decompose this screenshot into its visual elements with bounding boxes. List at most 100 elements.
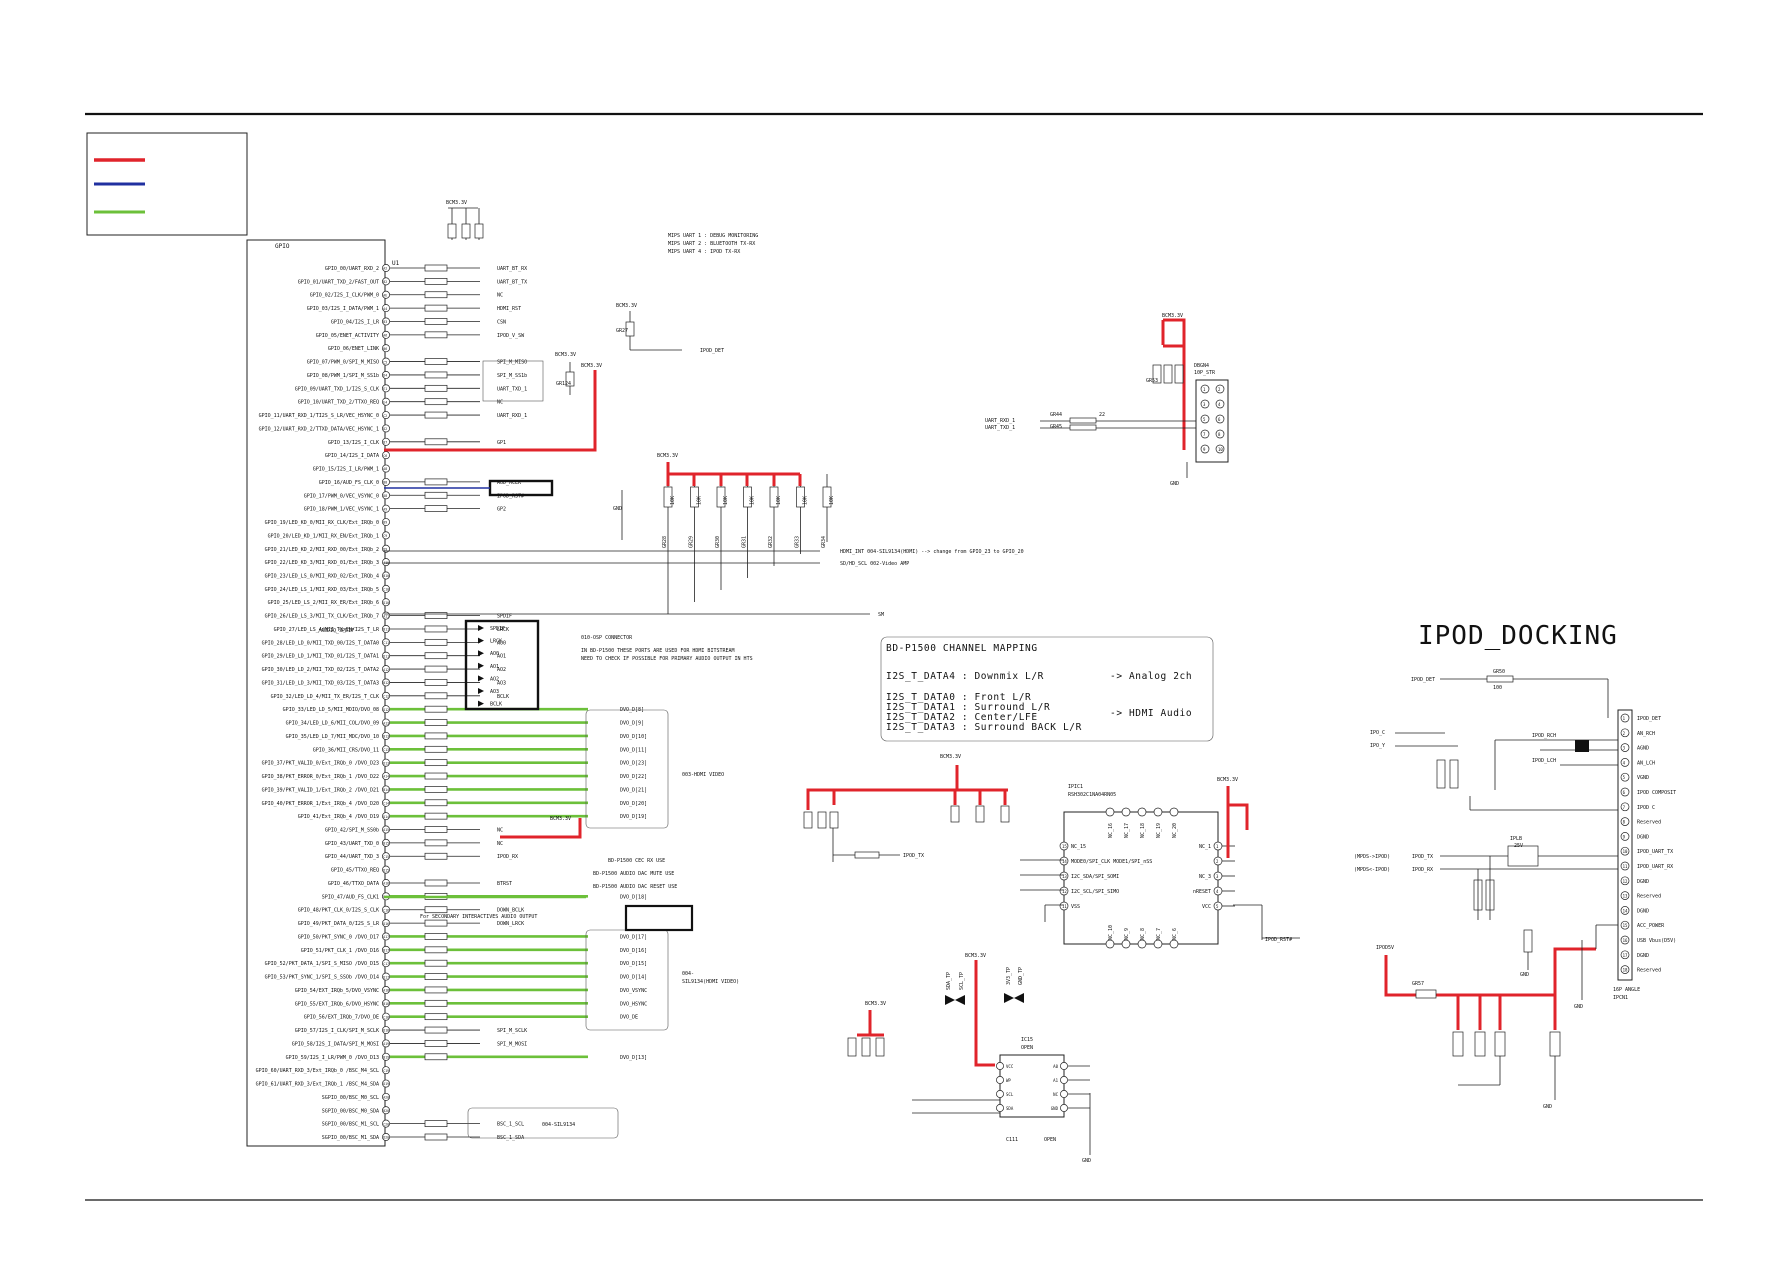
- ipod-pin-label: DGND: [1637, 908, 1649, 914]
- u1-pin-marker: [382, 411, 390, 420]
- pullup-value: 10K: [750, 496, 756, 505]
- ipod-pin-number: 17: [1623, 953, 1628, 958]
- mapping-title: BD-P1500 CHANNEL MAPPING: [886, 643, 1038, 654]
- bcm-supply-gr124: BCM3.3V BCM3.3V GR124: [555, 352, 602, 395]
- u1-pin-row: GPIO_60/UART_RXD_3/Ext_IRQb_0 /BSC_M4_SC…: [256, 1066, 390, 1074]
- ipic1-pin: [1059, 856, 1069, 866]
- u1-pin-label: SGPIO_00/BSC_M1_SCL: [322, 1122, 379, 1128]
- supply-label: BCM3.3V: [1162, 313, 1183, 319]
- series-resistor: [424, 705, 448, 713]
- ipod-pin-number: 8: [1623, 820, 1626, 825]
- u1-pin-net: CSN: [497, 319, 506, 325]
- series-resistor: [424, 384, 448, 392]
- ipic1-pin-number: 12: [1062, 889, 1067, 894]
- u1-pin-marker: [382, 1106, 390, 1115]
- uart-txd-label: UART_TXD_1: [985, 425, 1015, 431]
- u1-pin-number: A16: [383, 882, 389, 886]
- u1-pin-label: GPIO_28/LED_LD_0/MII_TXD_00/I2S_T_DATA0: [262, 640, 379, 646]
- ipod-pin-label: DGND: [1637, 879, 1649, 885]
- ic15-ref: IC15: [1021, 1037, 1033, 1043]
- u1-pin-number: B18: [383, 1002, 389, 1006]
- u1-pin-label: GPIO_20/LED_KD_1/MII_RX_EN/Ext_IRQb_1: [268, 533, 379, 539]
- mapping-row: I2S_T_DATA4 : Downmix L/R: [886, 671, 1044, 682]
- ipod-pin-number: 6: [1623, 790, 1626, 795]
- ipod-pin-number: 15: [1623, 923, 1628, 928]
- ipod-pin-label: DGND: [1637, 953, 1649, 959]
- ipic1-pin-label: NC_19: [1156, 823, 1162, 838]
- u1-pin-marker: [382, 371, 390, 379]
- u1-pin-marker: [382, 705, 390, 714]
- ipic1-pin-label: I2C_SCL/SPI_SIMO: [1071, 889, 1119, 895]
- u1-pin-net: DVO_D[16]: [620, 948, 647, 954]
- u1-pin-marker: [382, 758, 390, 767]
- u1-pin-number: B3: [383, 320, 387, 324]
- ipod-pin-label: Reserved: [1637, 968, 1661, 974]
- supply-label: BCM3.3V: [657, 453, 678, 459]
- u1-pin-label: GPIO_46/TTXO_DATA: [328, 881, 379, 887]
- u1-pin-net: DVO_D[20]: [620, 801, 647, 807]
- pullup-ref: GR33: [795, 536, 801, 548]
- u1-pin-marker: [382, 1012, 390, 1021]
- u1-pin-label: GPIO_58/I2S_I_DATA/SPI_M_MOSI: [292, 1041, 379, 1047]
- audio-port-arrow: [478, 700, 484, 707]
- ipod-pin: [1620, 950, 1630, 960]
- ipod-pin: [1620, 861, 1630, 871]
- u1-pin-marker: [382, 397, 390, 406]
- u1-pin-label: GPIO_22/LED_KD_3/MII_RXD_01/Ext_IRQb_3: [265, 560, 379, 566]
- u1-pin-label: GPIO_53/PKT_SYNC_1/SPI_S_SSOb /DVO_D14: [265, 975, 379, 981]
- sil9134-video-note: SIL9134(HDMI VIDEO): [682, 979, 739, 985]
- ipic1-pin: [1121, 939, 1131, 949]
- series-resistor: [424, 1013, 448, 1021]
- pullup-resistor-bank: BCM3.3V 10KGR2810KGR2910KGR3010KGR3110KG…: [613, 453, 835, 614]
- cec-rx-note: BD-P1500 CEC RX USE: [608, 858, 665, 864]
- c111-open: OPEN: [1044, 1137, 1056, 1143]
- ipic1-part: RSH302C1NA04RN05: [1068, 792, 1116, 798]
- u1-pin-net: DVO_D[23]: [620, 761, 647, 767]
- sd-scl-note: SD/HD_SCL 002-Video AMP: [840, 561, 909, 567]
- mapping-row: I2S_T_DATA1 : Surround L/R: [886, 702, 1050, 713]
- u1-pin-net: SPI_M_SS1b: [497, 373, 527, 379]
- ipic1-pin-number: 11: [1062, 904, 1067, 909]
- ipod-pin-number: 18: [1623, 968, 1628, 973]
- u1-pin-label: GPIO_52/PKT_DATA_1/SPI_S_MISO /DVO_D15: [265, 961, 379, 967]
- u1-pin-number: D9: [383, 547, 387, 551]
- ipod-pin-label: DGND: [1637, 834, 1649, 840]
- series-resistor: [424, 331, 448, 339]
- u1-pin-net: SPI_M_MISO: [497, 360, 527, 366]
- audio-port-arrow: [478, 625, 484, 631]
- u1-pin-number: A6: [383, 334, 387, 338]
- ipod-pin-label: IPOD_UART_TX: [1637, 849, 1673, 855]
- u1-pin-marker: [382, 1026, 390, 1034]
- u1-pin-marker: [382, 865, 390, 874]
- u1-pin-net: BSC_1_SCL: [497, 1122, 524, 1128]
- u1-pin-marker: [382, 838, 390, 847]
- u1-pin-label: GPIO_24/LED_LS_1/MII_RXD_03/Ext_IRQb_5: [265, 587, 379, 593]
- pullup-value: 10K: [670, 496, 676, 505]
- u1-pin-marker: [382, 571, 390, 580]
- u1-pin-number: D16: [383, 922, 389, 926]
- ipod-pin-number: 2: [1623, 731, 1626, 736]
- u1-pin-number: C15: [383, 855, 389, 859]
- u1-pin-marker: [382, 544, 390, 553]
- u1-pin-number: D10: [383, 601, 389, 605]
- u1-pin-number: D14: [383, 815, 389, 819]
- u1-pin-net: LRCK: [497, 627, 509, 633]
- u1-pin-net: DVO_D[11]: [620, 747, 647, 753]
- u1-pin-marker: [382, 598, 390, 607]
- series-resistor: [424, 999, 448, 1007]
- u1-pin-number: B17: [383, 949, 389, 953]
- dbgn4-pin-number: 9: [1203, 447, 1206, 452]
- u1-pin-net: HDMI_RST: [497, 306, 521, 312]
- u1-pin-marker: [382, 852, 390, 861]
- ipod-pin-number: 10: [1623, 849, 1628, 854]
- u1-pin-net: UART_TXD_1: [497, 386, 527, 392]
